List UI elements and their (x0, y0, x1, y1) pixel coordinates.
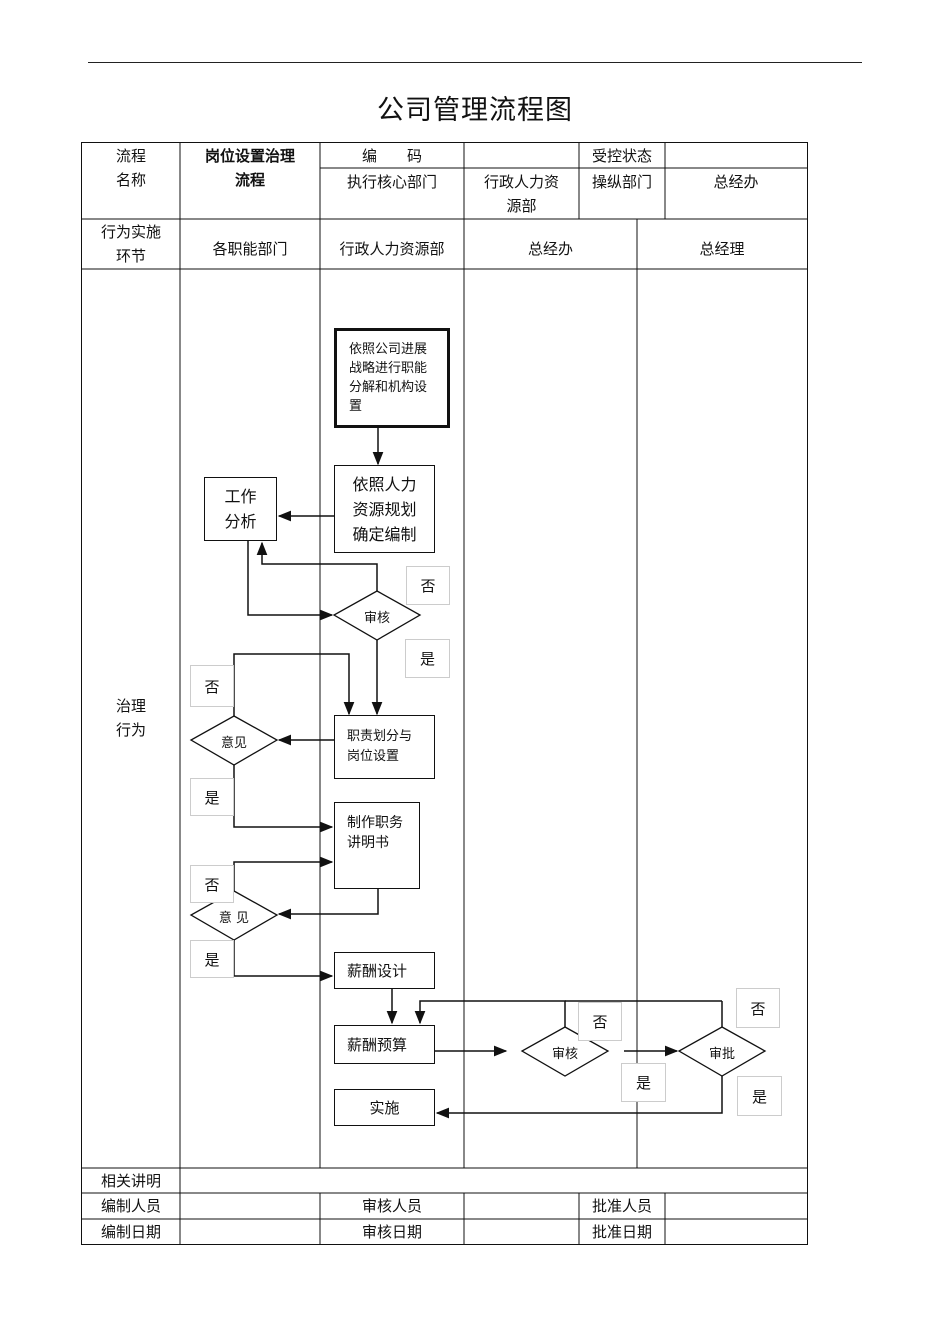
process-box-strategy: 依照公司进展 战略进行职能 分解和机构设 置 (334, 328, 450, 428)
related-notes-value (180, 1168, 807, 1193)
code-value (464, 143, 579, 168)
editor-value (180, 1193, 320, 1219)
exec-dept-label: 执行核心部门 (346, 173, 437, 191)
approve-label: 审批 (708, 1046, 735, 1062)
approve-date-label: 批准日期 (591, 1222, 652, 1241)
review-2-label: 审核 (551, 1046, 578, 1062)
process-box-job-description: 制作职务 讲明书 (334, 802, 420, 889)
oper-dept-value: 总经办 (713, 173, 759, 191)
lane-header-gm: 总经理 (699, 240, 745, 258)
process-box-duty-division: 职责划分与 岗位设置 (334, 715, 435, 779)
stage-label: 行为实施 环节 (100, 223, 161, 265)
opinion-1-label: 意见 (220, 735, 247, 751)
process-box-staffing: 依照人力 资源规划 确定编制 (334, 465, 435, 553)
lane-header-hr: 行政人力资源部 (339, 240, 445, 258)
process-box-implement: 实施 (334, 1089, 435, 1126)
approve-date-value (665, 1219, 807, 1244)
code-label: 编 码 (361, 146, 422, 165)
note-yes-2: 是 (190, 778, 234, 816)
control-status-value (665, 143, 807, 168)
note-yes-5: 是 (737, 1076, 782, 1116)
edit-date-label: 编制日期 (100, 1222, 161, 1241)
reviewer-label: 审核人员 (361, 1197, 422, 1215)
review-date-value (464, 1219, 579, 1244)
flow-name-label: 流程 名称 (115, 147, 146, 189)
note-no-2: 否 (190, 665, 234, 707)
connectors (233, 428, 723, 1119)
top-rule (88, 62, 862, 63)
edit-date-value (180, 1219, 320, 1244)
management-row-label: 治理 行为 (115, 697, 146, 739)
lane-header-functional: 各职能部门 (212, 240, 288, 258)
process-box-job-analysis: 工作 分析 (204, 477, 277, 541)
note-no-5: 否 (736, 988, 780, 1028)
process-box-salary-budget: 薪酬预算 (334, 1025, 435, 1064)
note-yes-1: 是 (405, 639, 450, 678)
note-yes-4: 是 (621, 1063, 666, 1102)
note-no-1: 否 (406, 566, 450, 605)
approver-value (665, 1193, 807, 1219)
related-notes-label: 相关讲明 (100, 1171, 161, 1190)
process-box-salary-design: 薪酬设计 (334, 952, 435, 989)
note-yes-3: 是 (190, 940, 234, 978)
approver-label: 批准人员 (591, 1197, 652, 1215)
review-date-label: 审核日期 (361, 1222, 422, 1241)
page-title: 公司管理流程图 (377, 95, 573, 126)
note-no-4: 否 (578, 1002, 622, 1041)
table-grid (81, 142, 808, 1245)
decision-shapes (189, 590, 767, 1077)
opinion-2-label: 意 见 (218, 910, 250, 926)
note-no-3: 否 (190, 865, 234, 903)
review-1-label: 审核 (363, 610, 390, 626)
reviewer-value (464, 1193, 579, 1219)
flow-name-value: 岗位设置治理 流程 (204, 147, 295, 189)
lane-header-gm-office: 总经办 (527, 240, 573, 258)
editor-label: 编制人员 (100, 1197, 161, 1215)
control-status-label: 受控状态 (591, 146, 652, 165)
oper-dept-label: 操纵部门 (591, 173, 652, 191)
exec-dept-value: 行政人力资 源部 (483, 172, 559, 215)
